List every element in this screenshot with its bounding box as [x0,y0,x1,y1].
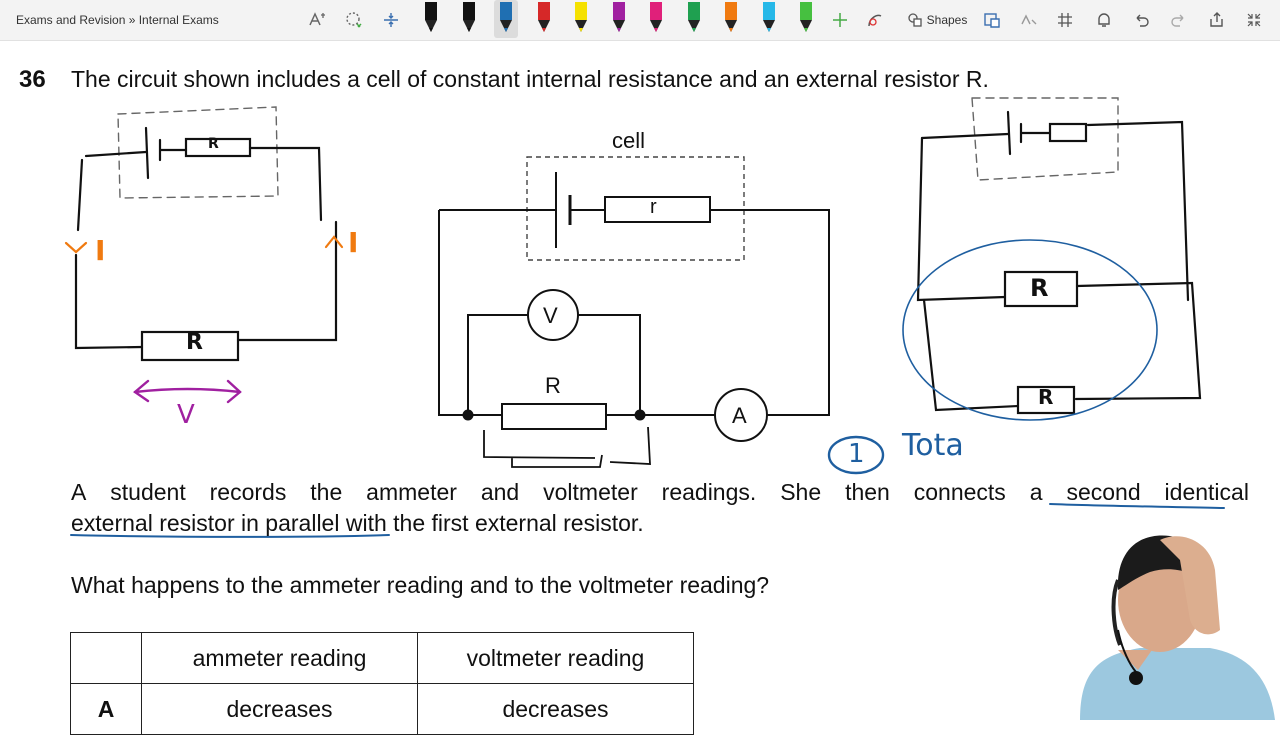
presenter-video [1080,535,1275,720]
pen-red-icon[interactable] [532,0,556,38]
pen-black-1-icon[interactable] [419,0,443,38]
cell-boundary [526,156,745,261]
grid-tool-icon[interactable] [1054,6,1076,34]
paragraph-word: identical [1164,479,1249,505]
internal-resistance-label: r [650,196,657,218]
right-resistor-bottom-label: R [1038,385,1054,409]
pen-green-icon[interactable] [682,0,706,38]
pen-orange-icon[interactable] [719,0,743,38]
paragraph-word: a [1029,479,1043,505]
insert-space-icon[interactable] [380,6,402,34]
redo-icon[interactable] [1168,6,1190,34]
lasso-select-icon[interactable] [342,6,364,34]
junction-right [634,409,646,421]
question-number: 36 [19,66,46,93]
paragraph-word: readings. [661,479,757,505]
paragraph-word: connects [913,479,1006,505]
right-current-label: I [348,226,359,259]
hand-sketch-right [916,97,1202,415]
table-row[interactable]: A decreases decreases [70,683,694,735]
cell-label: cell [612,128,646,153]
paragraph-word: She [780,479,822,505]
junction-left [462,409,474,421]
paragraph-word: voltmeter [543,479,638,505]
table-header-row: ammeter reading voltmeter reading [70,632,694,684]
paragraph-word: second [1066,479,1141,505]
voltage-label: V [177,400,195,430]
question-prompt: What happens to the ammeter reading and … [71,572,770,598]
option-letter[interactable]: A [70,683,142,735]
left-current-label: I [95,234,106,267]
note-text: Tota [902,428,964,463]
text-format-icon[interactable] [306,6,328,34]
internal-resistor [604,196,711,223]
paragraph-line-2: external resistor in parallel with the f… [71,510,644,536]
ammeter-label: A [732,403,747,428]
pen-magenta-icon[interactable] [644,0,668,38]
pen-black-2-icon[interactable] [457,0,481,38]
shapes-button[interactable]: Shapes [902,6,972,34]
shapes-label: Shapes [926,13,968,27]
highlighter-yellow-icon[interactable] [569,0,593,38]
left-internal-label: R [208,136,219,152]
pen-blue-icon[interactable] [494,0,518,38]
collapse-icon[interactable] [1243,6,1265,34]
add-pen-icon[interactable] [829,6,851,34]
note-number: 1 [848,439,865,469]
right-resistor-top-label: R [1030,274,1049,302]
wire-left [438,210,468,416]
undo-icon[interactable] [1130,6,1152,34]
resistor-R [501,403,607,430]
ink-to-shape-icon[interactable] [864,6,886,34]
table-header-cell [70,632,142,684]
resistor-R-label: R [545,373,561,398]
table-header-cell: voltmeter reading [417,632,694,684]
app-toolbar: Exams and Revision » Internal Exams Shap… [0,0,1280,41]
purple-voltage-arrow [133,379,242,404]
ink-to-text-icon[interactable] [981,6,1003,34]
paragraph-word: ammeter [366,479,457,505]
breadcrumb[interactable]: Exams and Revision » Internal Exams [16,13,219,27]
parallel-circle [902,239,1158,421]
hand-sketch-left [74,106,338,362]
shapes-icon [907,13,922,27]
paragraph-word: records [209,479,287,505]
voltmeter-label: V [543,303,558,328]
printed-circuit [438,156,830,442]
left-resistor-label: R [186,330,203,355]
paragraph-word: then [845,479,890,505]
pen-purple-icon[interactable] [607,0,631,38]
table-header-cell: ammeter reading [141,632,418,684]
ammeter-cell: decreases [141,683,418,735]
hand-bracket [483,426,651,468]
highlighter-green-icon[interactable] [794,0,818,38]
paragraph-word: the [310,479,343,505]
question-stem: The circuit shown includes a cell of con… [71,66,989,92]
orange-current-marks [64,235,344,254]
highlighter-cyan-icon[interactable] [757,0,781,38]
paragraph-word: A [71,479,87,505]
paragraph-word: student [110,479,186,505]
voltmeter-cell: decreases [417,683,694,735]
share-icon[interactable] [1206,6,1228,34]
wire-right [710,209,830,416]
wire-voltmeter-right [578,314,641,415]
ink-to-math-icon[interactable] [1017,6,1039,34]
wire-voltmeter-left [467,314,528,415]
bell-icon[interactable] [1093,6,1115,34]
paragraph-word: and [480,479,520,505]
